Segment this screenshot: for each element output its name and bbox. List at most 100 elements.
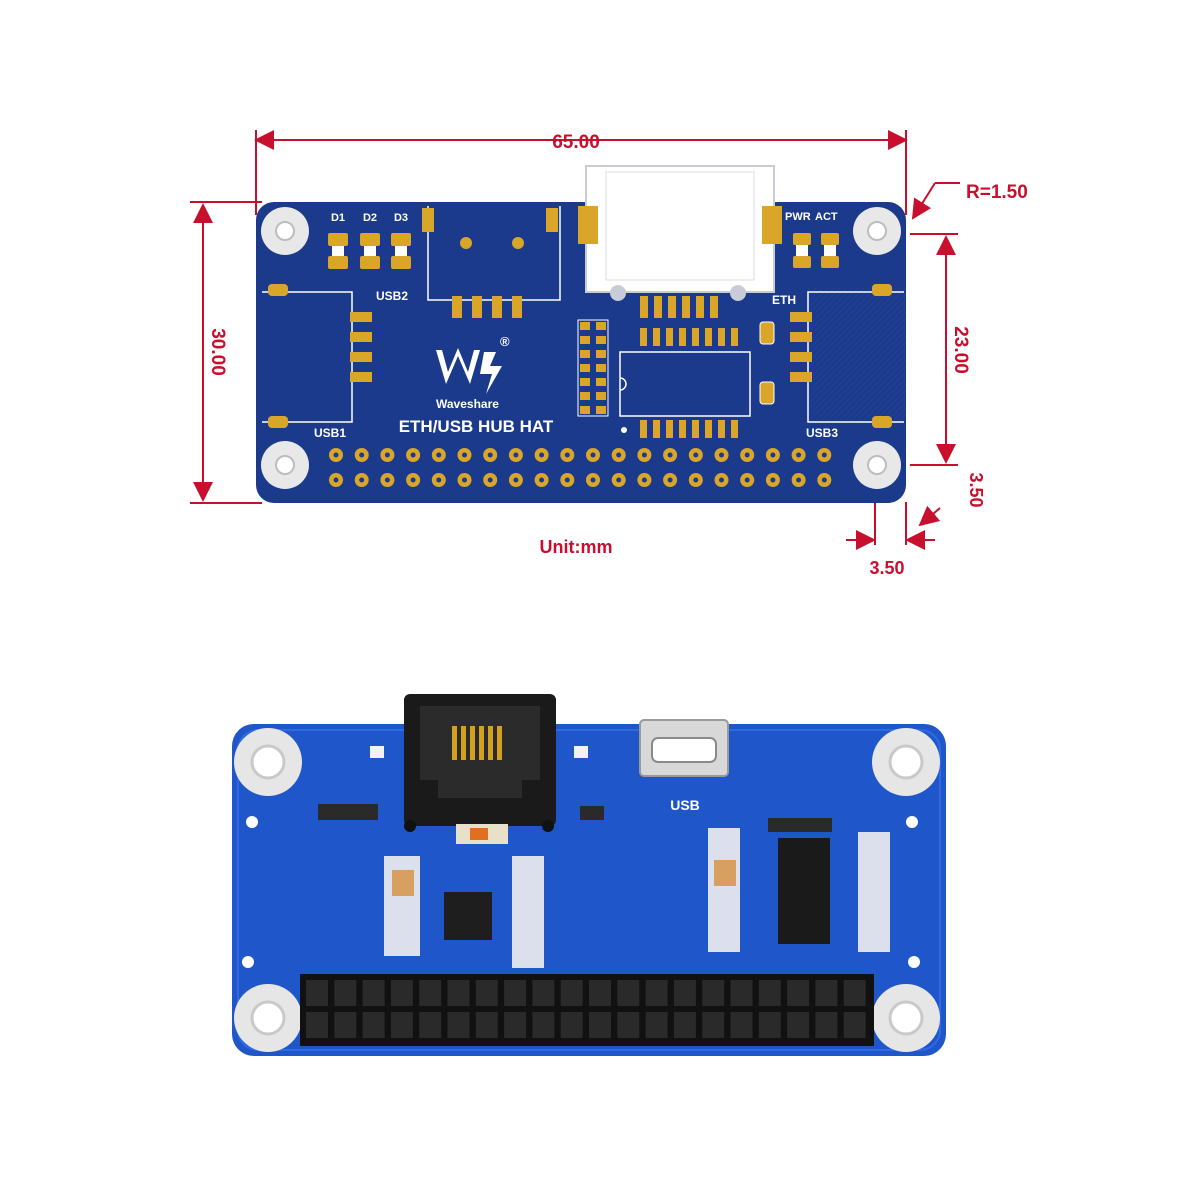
- gpio-socket: [419, 980, 442, 1006]
- gpio-pad-hole: [487, 477, 493, 483]
- rj45-jack-icon: [404, 694, 556, 832]
- gpio-socket: [815, 980, 838, 1006]
- bottom-photo: USB: [232, 694, 946, 1056]
- gpio-socket: [645, 1012, 668, 1038]
- led-pads: [328, 233, 839, 269]
- gpio-pad-hole: [719, 477, 724, 483]
- gpio-pad-hole: [333, 452, 339, 458]
- gpio-socket: [758, 980, 781, 1006]
- gpio-pad-hole: [359, 452, 365, 458]
- gpio-pad-hole: [693, 452, 699, 458]
- gpio-pad-hole: [641, 452, 647, 458]
- gpio-socket: [475, 1012, 498, 1038]
- status-label-pwr: PWR: [785, 211, 811, 223]
- gpio-pad-hole: [436, 477, 442, 483]
- usb3-label: USB3: [806, 426, 838, 440]
- gpio-socket: [447, 980, 470, 1006]
- dimension-lines: [190, 130, 960, 550]
- gpio-socket: [787, 980, 810, 1006]
- gpio-header-icon: [300, 974, 874, 1046]
- gpio-socket: [475, 980, 498, 1006]
- gpio-socket: [589, 1012, 611, 1038]
- gpio-pad-hole: [667, 477, 673, 483]
- gpio-pad-hole: [616, 477, 622, 483]
- gpio-socket: [390, 980, 413, 1006]
- gpio-socket: [504, 980, 527, 1006]
- top-diagram: 65.00 30.00 23.00 R=1.50 3.50 3.50 Unit:…: [190, 130, 1028, 578]
- led-label-d1: D1: [331, 212, 345, 224]
- gpio-socket: [843, 980, 866, 1006]
- gpio-pad-hole: [539, 452, 545, 458]
- gpio-pad-hole: [436, 452, 442, 458]
- height-dimension-label: 30.00: [207, 328, 228, 376]
- gpio-pad-hole: [410, 477, 416, 483]
- gpio-socket: [504, 1012, 527, 1038]
- gpio-pad-hole: [667, 452, 673, 458]
- gpio-pad-hole: [821, 452, 827, 458]
- gpio-socket: [758, 1012, 781, 1038]
- vertical-offset-label: 3.50: [966, 472, 986, 507]
- gpio-socket: [306, 1012, 328, 1038]
- gpio-pad-hole: [590, 477, 596, 483]
- usb3-footprint: [790, 284, 906, 428]
- gpio-socket: [362, 980, 385, 1006]
- gpio-socket: [560, 980, 583, 1006]
- gpio-socket: [617, 980, 640, 1006]
- gpio-socket: [702, 1012, 725, 1038]
- gpio-socket: [419, 1012, 442, 1038]
- gpio-pad-hole: [384, 452, 390, 458]
- gpio-pad-hole: [513, 452, 519, 458]
- gpio-socket: [447, 1012, 470, 1038]
- gpio-socket: [362, 1012, 385, 1038]
- gpio-pad-hole: [333, 477, 339, 483]
- gpio-pad-hole: [641, 477, 647, 483]
- gpio-socket: [815, 1012, 838, 1038]
- gpio-pad-hole: [796, 452, 802, 458]
- gpio-pad-hole: [770, 452, 776, 458]
- product-name-label: ETH/USB HUB HAT: [399, 417, 554, 436]
- gpio-socket: [702, 980, 725, 1006]
- usb-label: USB: [670, 797, 700, 813]
- gpio-socket: [787, 1012, 810, 1038]
- passive-components: [577, 319, 775, 417]
- unit-label: Unit:mm: [540, 537, 613, 557]
- corner-radius-label: R=1.50: [966, 182, 1028, 203]
- led-label-d2: D2: [363, 212, 377, 224]
- gpio-pad-hole: [616, 452, 622, 458]
- usb2-label: USB2: [376, 289, 408, 303]
- gpio-socket: [730, 980, 753, 1006]
- gpio-pad-hole: [744, 477, 750, 483]
- gpio-socket: [532, 980, 555, 1006]
- waveshare-logo-icon: [436, 348, 502, 394]
- usb2-footprint: [422, 206, 561, 318]
- gpio-pad-hole: [359, 477, 365, 483]
- gpio-socket: [334, 1012, 357, 1038]
- gpio-pad-hole: [693, 477, 699, 483]
- mounting-holes-photo: [234, 728, 940, 1052]
- gpio-pad-hole: [770, 477, 776, 483]
- logo-registered-mark: ®: [500, 334, 510, 349]
- gpio-socket: [306, 980, 328, 1006]
- gpio-socket: [334, 980, 357, 1006]
- led-label-d3: D3: [394, 212, 408, 224]
- gpio-socket: [589, 980, 611, 1006]
- gpio-pad-hole: [513, 477, 519, 483]
- micro-usb-icon: [639, 719, 729, 777]
- gpio-pad-hole: [719, 452, 724, 458]
- gpio-pad-hole: [590, 452, 596, 458]
- gpio-socket: [390, 1012, 413, 1038]
- gpio-pad-hole: [462, 452, 467, 458]
- gpio-header-pads: [329, 448, 832, 487]
- status-label-act: ACT: [815, 211, 838, 223]
- gpio-socket: [532, 1012, 555, 1038]
- gpio-socket: [730, 1012, 753, 1038]
- gpio-pad-hole: [744, 452, 750, 458]
- horizontal-offset-label: 3.50: [869, 558, 904, 578]
- gpio-pad-hole: [487, 452, 493, 458]
- gpio-socket: [673, 980, 696, 1006]
- gpio-socket: [560, 1012, 583, 1038]
- gpio-pad-hole: [384, 477, 390, 483]
- gpio-pad-hole: [539, 477, 545, 483]
- gpio-pad-hole: [564, 477, 570, 483]
